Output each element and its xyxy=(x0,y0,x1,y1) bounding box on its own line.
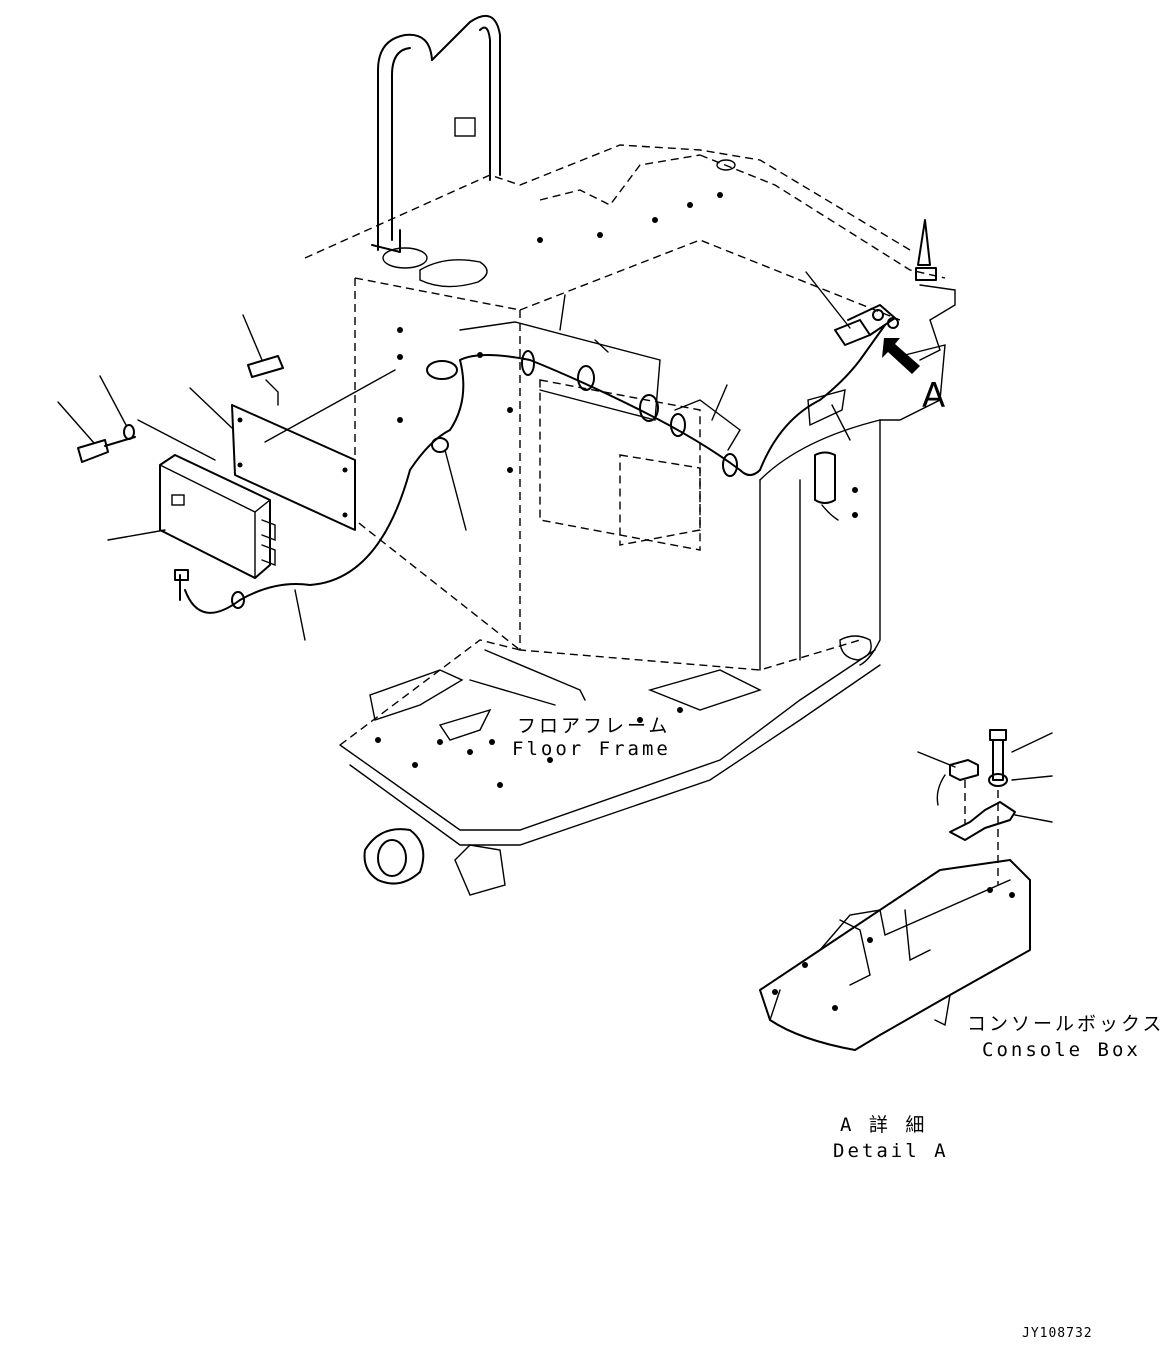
console-box-drawing xyxy=(759,859,1031,1051)
drawing-code: JY108732 xyxy=(1022,1326,1093,1341)
detail-a-label-ja: A 詳 細 xyxy=(840,1114,928,1136)
detail-a-parts xyxy=(917,729,1053,885)
detail-a-label-en: Detail A xyxy=(833,1140,949,1162)
upper-frame xyxy=(304,144,946,321)
controller-assembly xyxy=(77,355,356,579)
antenna xyxy=(879,219,956,421)
floor-frame-label-ja: フロアフレーム xyxy=(517,715,671,737)
view-marker-a: A xyxy=(922,376,946,416)
view-arrow-icon xyxy=(882,338,920,374)
console-box-label-ja: コンソールボックス xyxy=(967,1013,1163,1035)
floor-frame-drawing xyxy=(339,639,881,896)
wire-harness xyxy=(174,304,899,614)
leader-lines xyxy=(57,271,851,641)
console-box-label-en: Console Box xyxy=(982,1039,1141,1061)
main-body xyxy=(354,277,881,671)
handrail xyxy=(371,14,501,253)
floor-frame-label-en: Floor Frame xyxy=(512,738,671,760)
